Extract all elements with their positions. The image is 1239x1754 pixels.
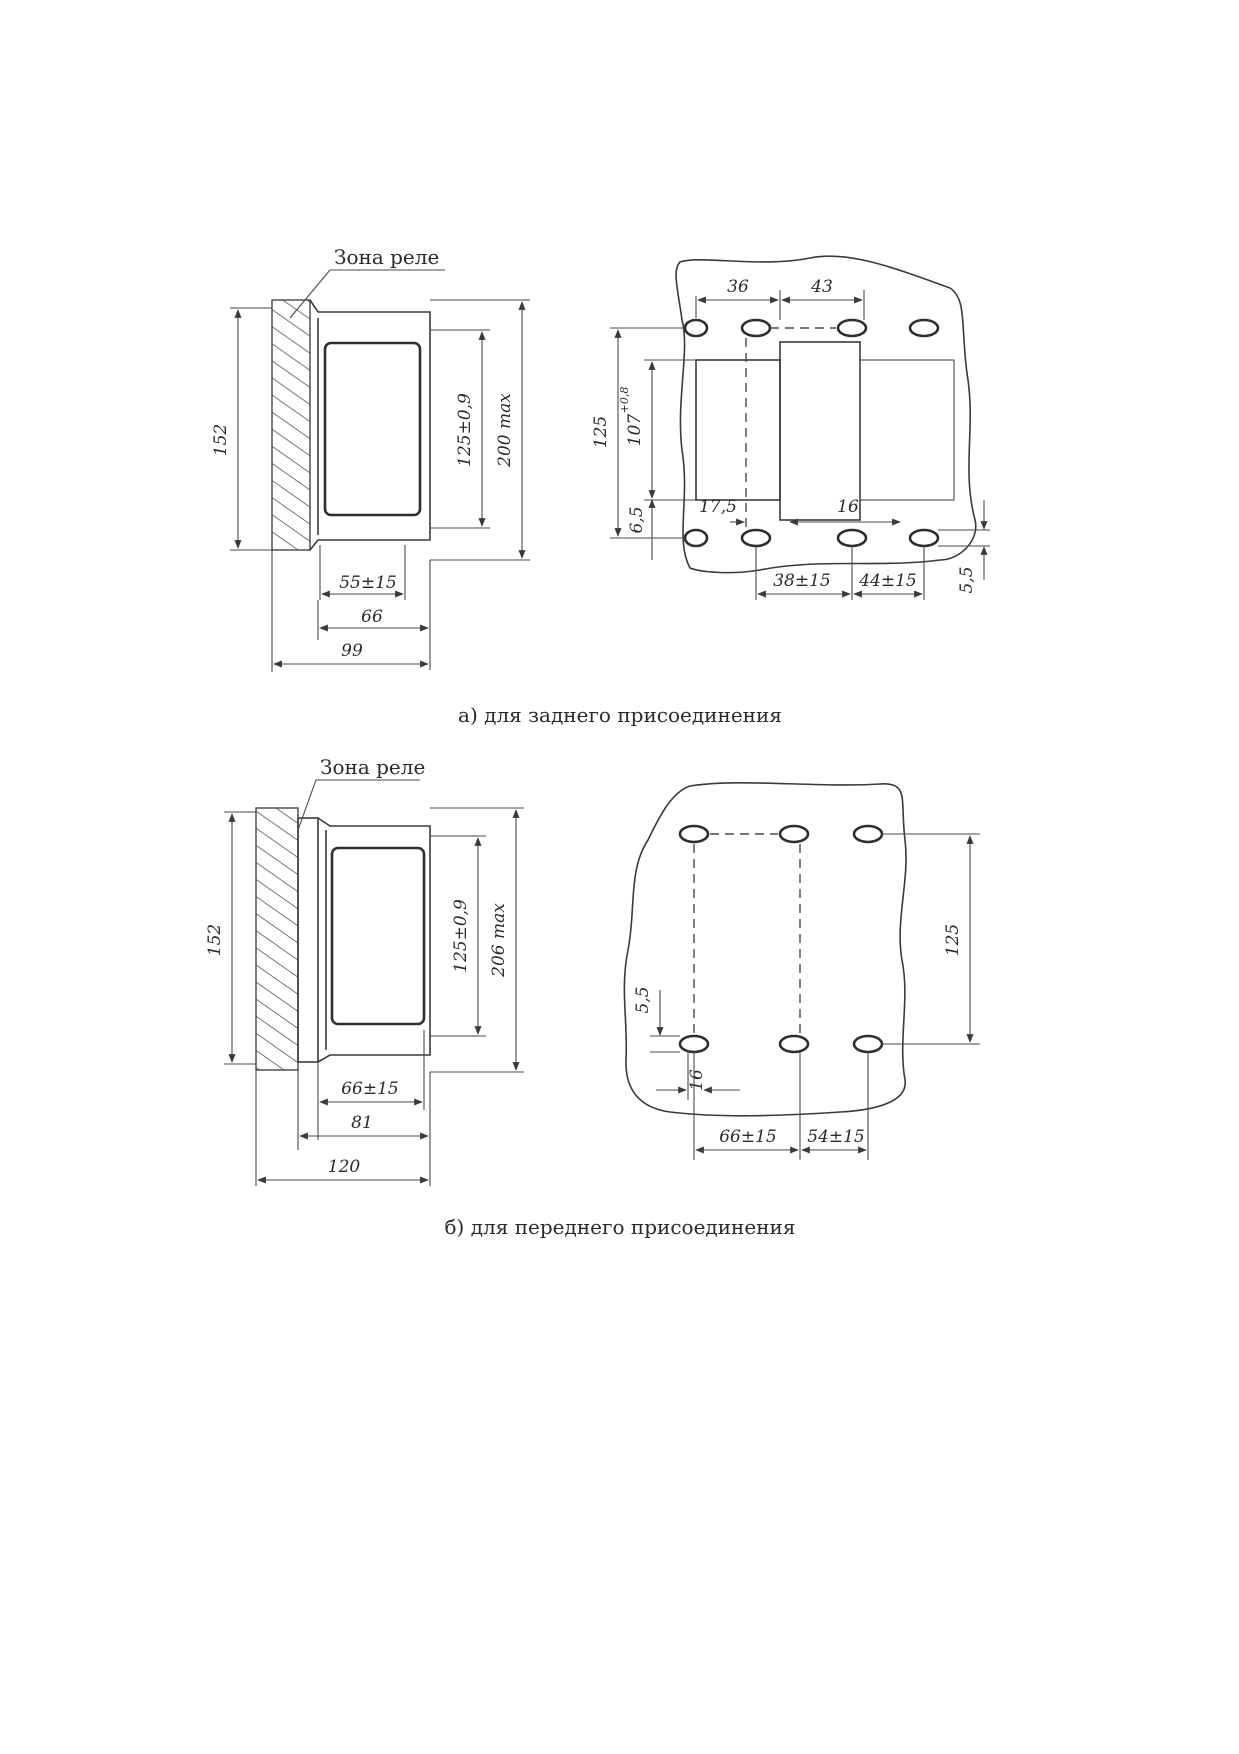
top-slot-6: [740, 528, 772, 548]
top-zone-label: Зона реле: [334, 245, 439, 269]
bottom-dim-height-max: 206 max: [489, 903, 509, 978]
top-plan-dim-107: 107: [625, 414, 645, 447]
bottom-panel-cutout: [623, 782, 907, 1117]
bottom-dim-opening: 125±0,9: [451, 899, 471, 973]
bottom-slot-3: [852, 824, 884, 844]
bottom-plan-dim-54: 54±15: [807, 1127, 865, 1147]
top-dim-d1: 55±15: [339, 573, 397, 593]
top-side-view: Зона реле 152 125±0,9 200 max 55±15 66 9…: [211, 245, 530, 672]
top-hole-plan: 36 43 125 107 +0,8 6,5 17,5 16 38±15 44±…: [591, 255, 990, 600]
bottom-plan-dim-66: 66±15: [719, 1127, 777, 1147]
top-slot-1: [683, 318, 709, 338]
top-dim-d3: 99: [341, 641, 363, 661]
top-plan-dim-107-sup: +0,8: [618, 387, 631, 414]
bottom-plan-dim-16: 16: [687, 1069, 707, 1091]
top-slot-2: [740, 318, 772, 338]
top-relay-zone-hatch: [271, 299, 311, 551]
top-dim-d2: 66: [361, 607, 383, 627]
bottom-plan-dim-125: 125: [943, 924, 963, 956]
top-plan-dim-43: 43: [810, 277, 833, 297]
top-plan-dim-38: 38±15: [773, 571, 831, 591]
top-slot-3: [836, 318, 868, 338]
top-caption: а) для заднего присоединения: [458, 703, 782, 727]
bottom-caption: б) для переднего присоединения: [445, 1215, 796, 1239]
bottom-hole-plan: 125 5,5 16 66±15 54±15: [623, 782, 980, 1160]
top-plan-dim-44: 44±15: [858, 571, 917, 591]
top-plan-dim-6-5: 6,5: [627, 506, 647, 533]
top-slot-7: [836, 528, 868, 548]
bottom-slot-1: [678, 824, 710, 844]
bottom-dim-d3: 120: [328, 1157, 361, 1177]
bottom-dim-152: 152: [205, 924, 225, 956]
top-plan-dim-36: 36: [727, 277, 749, 297]
bottom-slot-6: [852, 1034, 884, 1054]
top-slot-4: [908, 318, 940, 338]
top-plan-dim-5-5: 5,5: [957, 566, 977, 593]
top-dim-height-max: 200 max: [495, 393, 515, 468]
bottom-dim-d1: 66±15: [341, 1079, 399, 1099]
bottom-slot-5: [778, 1034, 810, 1054]
bottom-zone-label: Зона реле: [320, 755, 425, 779]
bottom-plan-dim-5-5: 5,5: [633, 986, 653, 1013]
top-plan-dim-17-5: 17,5: [699, 497, 737, 517]
bottom-slot-2: [778, 824, 810, 844]
bottom-side-view: Зона реле 152 125±0,9 206 max 66±15 81 1…: [205, 755, 524, 1186]
top-dim-opening: 125±0,9: [455, 393, 475, 467]
bottom-relay-zone-hatch: [255, 807, 299, 1071]
top-panel-cutout: [675, 255, 977, 574]
top-plan-dim-125: 125: [591, 416, 611, 448]
top-plan-dim-16: 16: [837, 497, 859, 517]
bottom-slot-4: [678, 1034, 710, 1054]
top-dim-152: 152: [211, 424, 231, 456]
top-slot-5: [683, 528, 709, 548]
top-slot-8: [908, 528, 940, 548]
bottom-dim-d2: 81: [351, 1113, 373, 1133]
